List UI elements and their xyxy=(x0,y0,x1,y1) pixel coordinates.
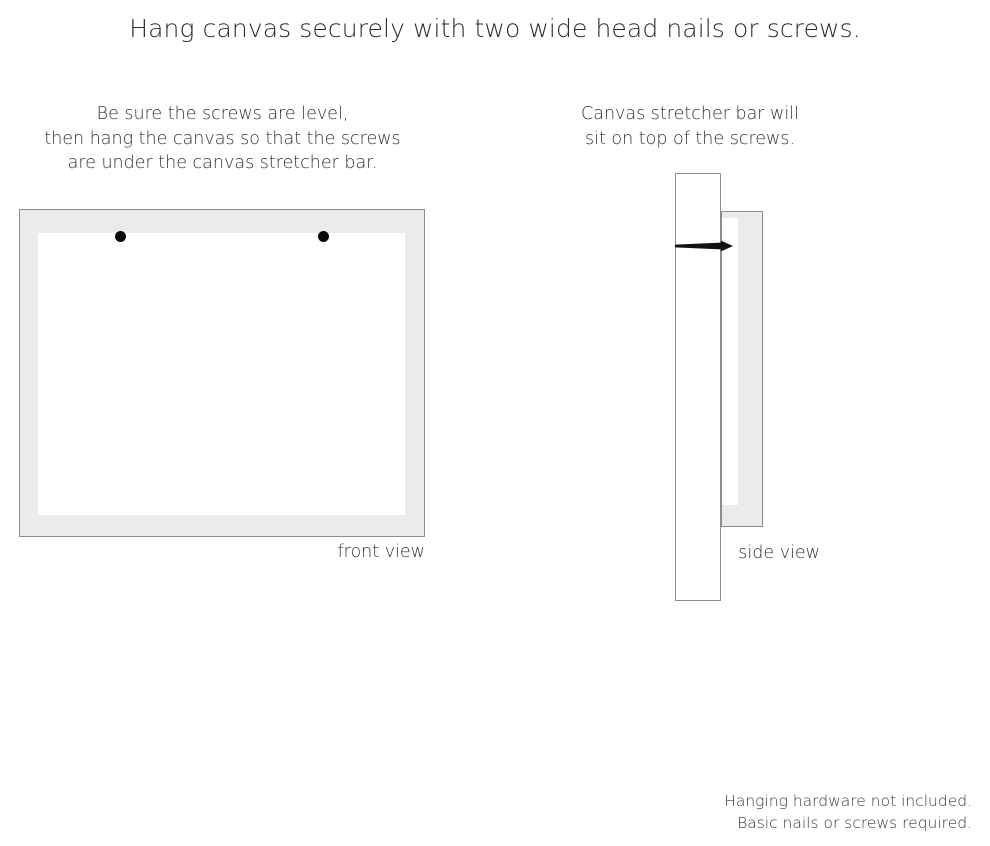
footnote-line-2: Basic nails or screws required. xyxy=(737,813,972,832)
canvas-front-face xyxy=(38,233,405,515)
side-view-label: side view xyxy=(738,543,820,563)
nail-side-icon xyxy=(675,240,733,252)
side-view-caption-line-1: Canvas stretcher bar will xyxy=(581,104,799,124)
footnote-line-1: Hanging hardware not included. xyxy=(724,792,972,810)
side-view-caption-line-2: sit on top of the screws. xyxy=(584,128,796,149)
front-view-label: front view xyxy=(337,542,426,562)
hardware-footnote: Hanging hardware not included. Basic nai… xyxy=(590,791,972,834)
front-view-caption-line-3: are under the canvas stretcher bar. xyxy=(67,153,378,173)
front-view-caption: Be sure the screws are level, then hang … xyxy=(10,102,435,176)
front-view-caption-line-1: Be sure the screws are level, xyxy=(96,104,349,124)
page-title: Hang canvas securely with two wide head … xyxy=(129,14,861,43)
side-view-caption: Canvas stretcher bar will sit on top of … xyxy=(540,102,840,151)
stretcher-bar-inner-face xyxy=(722,218,738,505)
screw-head-left-icon xyxy=(115,231,126,242)
front-view-caption-line-2: then hang the canvas so that the screws xyxy=(44,128,401,149)
screw-head-right-icon xyxy=(318,231,329,242)
